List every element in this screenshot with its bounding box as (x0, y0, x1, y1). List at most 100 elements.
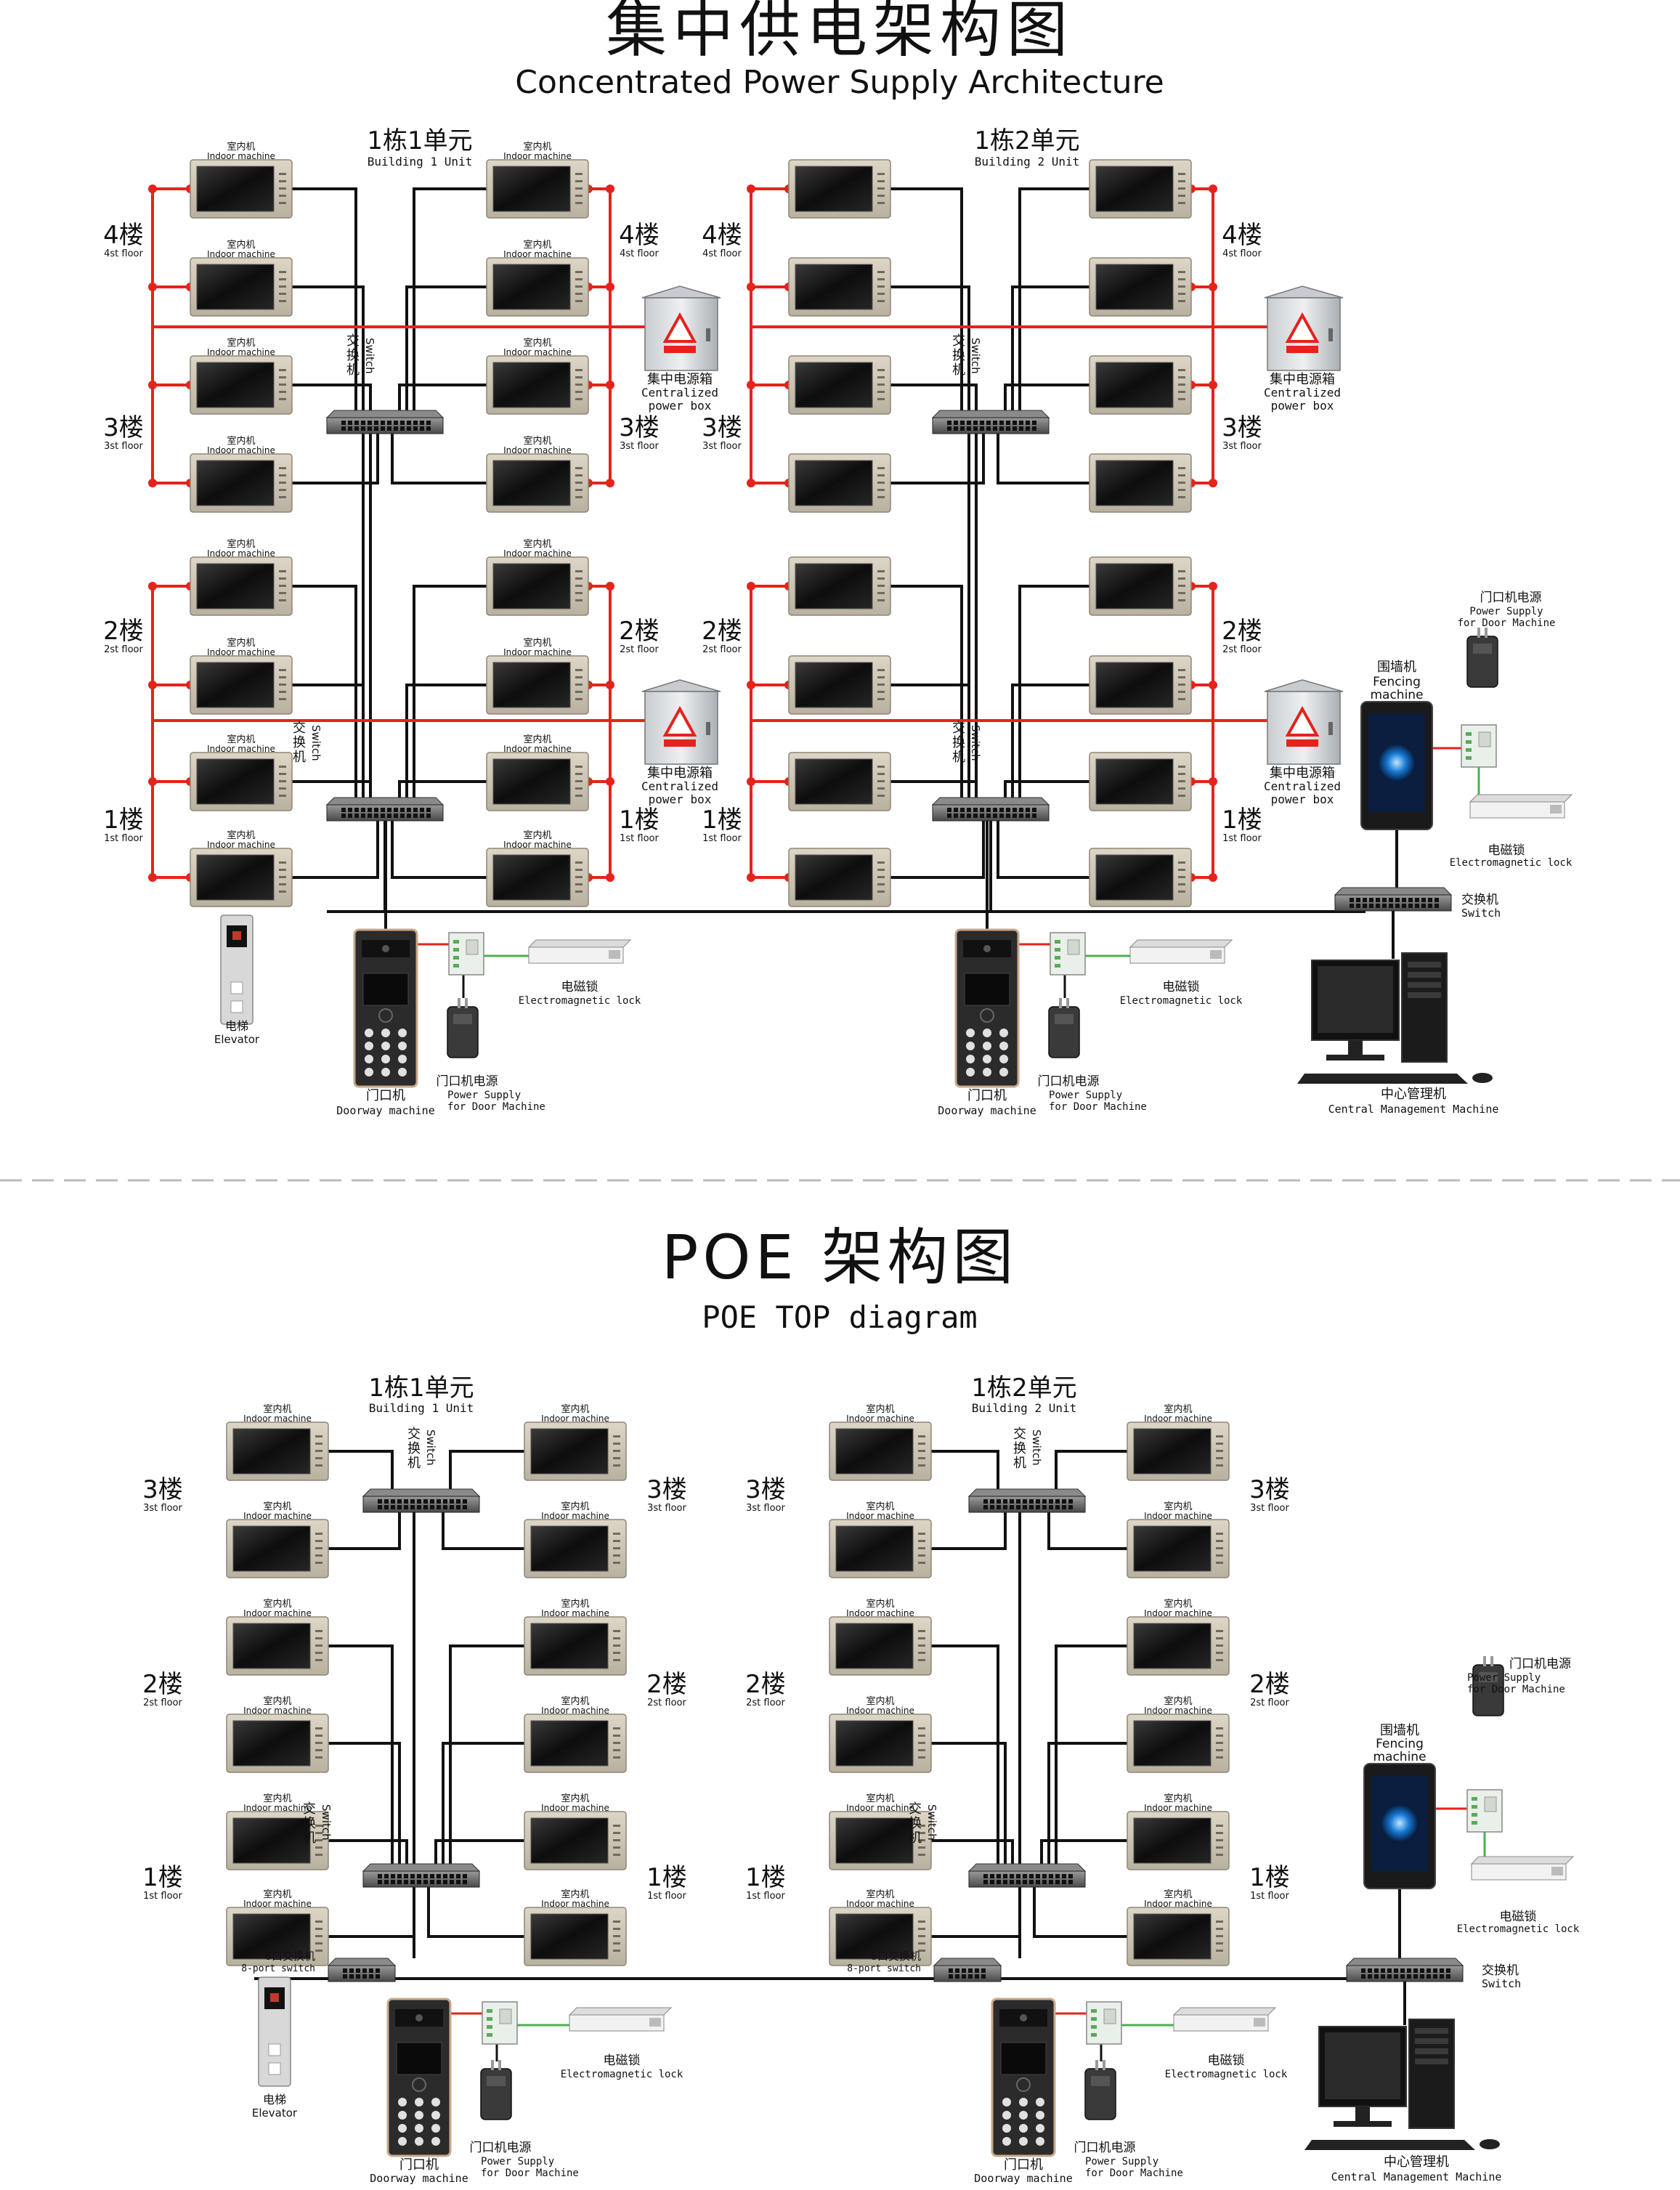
bottom-fencing-lock (1470, 1856, 1575, 1881)
bottom-fencing-en2: machine (1373, 1750, 1426, 1764)
top-b1-floor-right-1-en: 3st floor (620, 441, 659, 452)
top-b2-net-right-0-2 (1004, 384, 1089, 410)
wiring-layer (0, 184, 1680, 2061)
bottom-b1-indoor-right-3 (524, 1616, 627, 1676)
top-b2-net-right-0-3 (997, 410, 1089, 484)
bottom-b1-building-en: Building 1 Unit (369, 1401, 474, 1415)
top-b2-doorway-en: Doorway machine (938, 1104, 1036, 1117)
bottom-b1-controller (482, 2001, 518, 2045)
bottom-b2-floor-left-1-zh: 2楼 (745, 1670, 786, 1699)
bottom-b2-switch-2-zh: 交换机 (909, 1801, 922, 1846)
top-power-box-4 (1264, 679, 1344, 765)
svg-text:机: 机 (407, 1456, 421, 1471)
bottom-b2-indoor-right-3-label-zh: 室内机 (1164, 1598, 1192, 1610)
top-fencing-psu-en1: Power Supply (1469, 606, 1543, 617)
top-title: 集中供电架构图 (606, 0, 1074, 65)
bottom-b1-indoor-left-1-label-zh: 室内机 (263, 1403, 291, 1415)
bottom-b1-net-right-1-3 (427, 1864, 524, 1938)
top-b2-switch-1 (931, 410, 1050, 434)
bottom-b2-indoor-right-2-label-en: Indoor machine (1144, 1511, 1212, 1521)
top-b1-net-right-1-1 (405, 684, 487, 798)
top-power-box-3-zh: 集中电源箱 (1270, 372, 1335, 387)
bottom-b1-floor-left-2-en: 1st floor (143, 1891, 182, 1902)
top-main-switch-zh: 交换机 (1461, 893, 1498, 907)
top-b2-building-zh: 1栋2单元 (974, 126, 1079, 155)
top-b2-net-left-1-0 (890, 585, 963, 798)
top-b1-indoor-right-8-label-zh: 室内机 (523, 830, 551, 841)
bottom-b2-floor-right-0-zh: 3楼 (1249, 1475, 1290, 1504)
bottom-b1-switch-1 (362, 1488, 481, 1513)
bottom-b1-indoor-right-1 (524, 1422, 627, 1481)
top-b1-indoor-right-6-label-en: Indoor machine (503, 647, 572, 657)
top-b1-indoor-left-3-label-zh: 室内机 (227, 337, 255, 349)
top-b1-lock-en: Electromagnetic lock (519, 995, 641, 1007)
top-b2-indoor-left-8 (788, 848, 891, 907)
top-b1-lock-zh: 电磁锁 (561, 980, 598, 994)
top-b1-indoor-left-6-label-zh: 室内机 (227, 637, 255, 649)
top-b1-floor-left-0-en: 4st floor (104, 248, 143, 259)
top-b2-net-right-1-1 (1011, 684, 1089, 798)
bottom-b1-indoor-left-1 (226, 1422, 329, 1481)
top-b2-indoor-right-8 (1089, 848, 1192, 907)
bottom-b1-indoor-left-6-label-en: Indoor machine (243, 1899, 312, 1909)
top-b2-floor-left-3-en: 1st floor (702, 833, 742, 844)
bottom-b1-indoor-left-4 (226, 1714, 329, 1773)
top-b2-indoor-left-3 (788, 355, 891, 415)
bottom-b2-indoor-right-4-label-en: Indoor machine (1144, 1706, 1212, 1716)
bottom-b1-floor-right-2-en: 1st floor (647, 1891, 686, 1902)
bottom-b2-net-left-1-1 (931, 1742, 1007, 1864)
top-b2-floor-left-3-zh: 1楼 (702, 806, 742, 835)
top-b1-indoor-right-8-label-en: Indoor machine (503, 840, 572, 850)
bottom-b1-indoor-right-2 (524, 1519, 627, 1578)
top-elevator (220, 914, 253, 1025)
top-power-box-3 (1264, 285, 1344, 371)
top-b1-indoor-left-4-label-en: Indoor machine (207, 445, 275, 455)
bottom-b1-8port-en: 8-port switch (241, 1963, 315, 1974)
bottom-b2-8port-en: 8-port switch (847, 1963, 921, 1974)
top-b2-indoor-right-4 (1089, 453, 1192, 513)
top-b1-indoor-right-1-label-en: Indoor machine (503, 151, 572, 161)
top-fencing-psu-zh: 门口机电源 (1480, 591, 1542, 605)
bottom-b2-floor-right-0-en: 3st floor (1250, 1503, 1289, 1514)
top-b2-doorway (954, 928, 1020, 1088)
bottom-b2-net-right-1-2 (1040, 1839, 1127, 1864)
top-b1-building-zh: 1栋1单元 (367, 126, 472, 155)
bottom-b1-switch-2 (362, 1863, 481, 1888)
bottom-b2-psu-en2: for Door Machine (1085, 2167, 1183, 2179)
top-b2-indoor-left-4 (788, 453, 891, 513)
top-b2-floor-right-1-zh: 3楼 (1222, 413, 1262, 442)
top-b2-net-left-1-2 (890, 780, 978, 798)
bottom-b2-switch-2-en: Switch (925, 1804, 938, 1841)
top-elevator-en: Elevator (214, 1033, 260, 1046)
top-b1-indoor-left-1 (190, 159, 293, 219)
bottom-b2-doorway-zh: 门口机 (1004, 2157, 1043, 2173)
top-b1-net-right-0-1 (405, 285, 487, 410)
bottom-b1-net-left-1-2 (328, 1839, 408, 1864)
bottom-b1-indoor-right-5 (524, 1811, 627, 1870)
bottom-title: POE 架构图 (662, 1222, 1018, 1293)
bottom-b2-indoor-right-4 (1127, 1714, 1230, 1773)
bottom-b2-indoor-right-6-label-en: Indoor machine (1144, 1899, 1212, 1909)
bottom-b2-floor-right-1-en: 2st floor (1250, 1698, 1289, 1708)
bottom-b1-indoor-right-6-label-en: Indoor machine (541, 1899, 609, 1909)
top-b2-floor-right-1-en: 3st floor (1222, 441, 1262, 452)
bottom-b2-indoor-right-4-label-zh: 室内机 (1164, 1695, 1192, 1707)
bottom-b1-indoor-left-3-label-en: Indoor machine (243, 1608, 312, 1618)
top-b1-indoor-right-7 (486, 752, 589, 811)
bottom-b2-indoor-right-1-label-en: Indoor machine (1144, 1414, 1212, 1424)
svg-text:换: 换 (293, 735, 306, 750)
top-b1-psu-en2: for Door Machine (447, 1101, 545, 1113)
bottom-b1-8port-switch (327, 1958, 397, 1982)
svg-text:机: 机 (952, 362, 965, 378)
top-b1-indoor-left-4 (190, 453, 293, 513)
top-b1-indoor-left-2 (190, 257, 293, 317)
bottom-b1-net-left-1-1 (328, 1742, 401, 1864)
top-b1-indoor-left-5-label-zh: 室内机 (227, 538, 255, 550)
bottom-b1-net-right-1-1 (442, 1742, 524, 1864)
bottom-b2-indoor-left-5-label-en: Indoor machine (846, 1803, 914, 1813)
top-b2-floor-left-0-zh: 4楼 (702, 221, 742, 250)
bottom-b2-doorway (991, 1998, 1056, 2157)
bottom-main-switch-en: Switch (1482, 1977, 1521, 1990)
top-b1-controller (448, 932, 484, 976)
